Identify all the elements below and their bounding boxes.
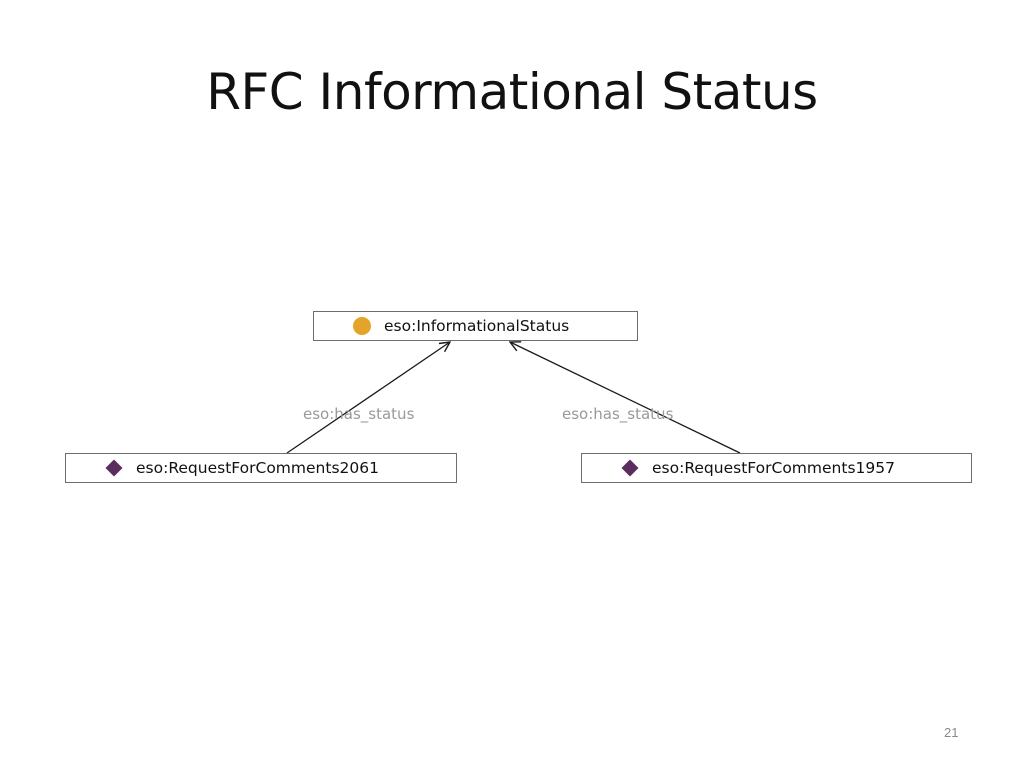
individual-node-rfc1957[interactable]: eso:RequestForComments1957 [581, 453, 972, 483]
individual-node-label: eso:RequestForComments2061 [136, 459, 379, 477]
individual-diamond-icon [621, 459, 639, 477]
edge-label-has-status-1957: eso:has_status [562, 405, 674, 423]
edge-has-status-1957 [510, 342, 741, 454]
individual-node-rfc2061[interactable]: eso:RequestForComments2061 [65, 453, 457, 483]
individual-node-label: eso:RequestForComments1957 [652, 459, 895, 477]
class-circle-icon [353, 317, 371, 335]
slide-title: RFC Informational Status [206, 63, 818, 121]
edge-has-status-2061 [286, 342, 450, 454]
class-node-informational-status[interactable]: eso:InformationalStatus [313, 311, 638, 341]
individual-diamond-icon [105, 459, 123, 477]
page-number: 21 [944, 725, 959, 740]
class-node-label: eso:InformationalStatus [384, 317, 570, 335]
edge-label-has-status-2061: eso:has_status [303, 405, 415, 423]
